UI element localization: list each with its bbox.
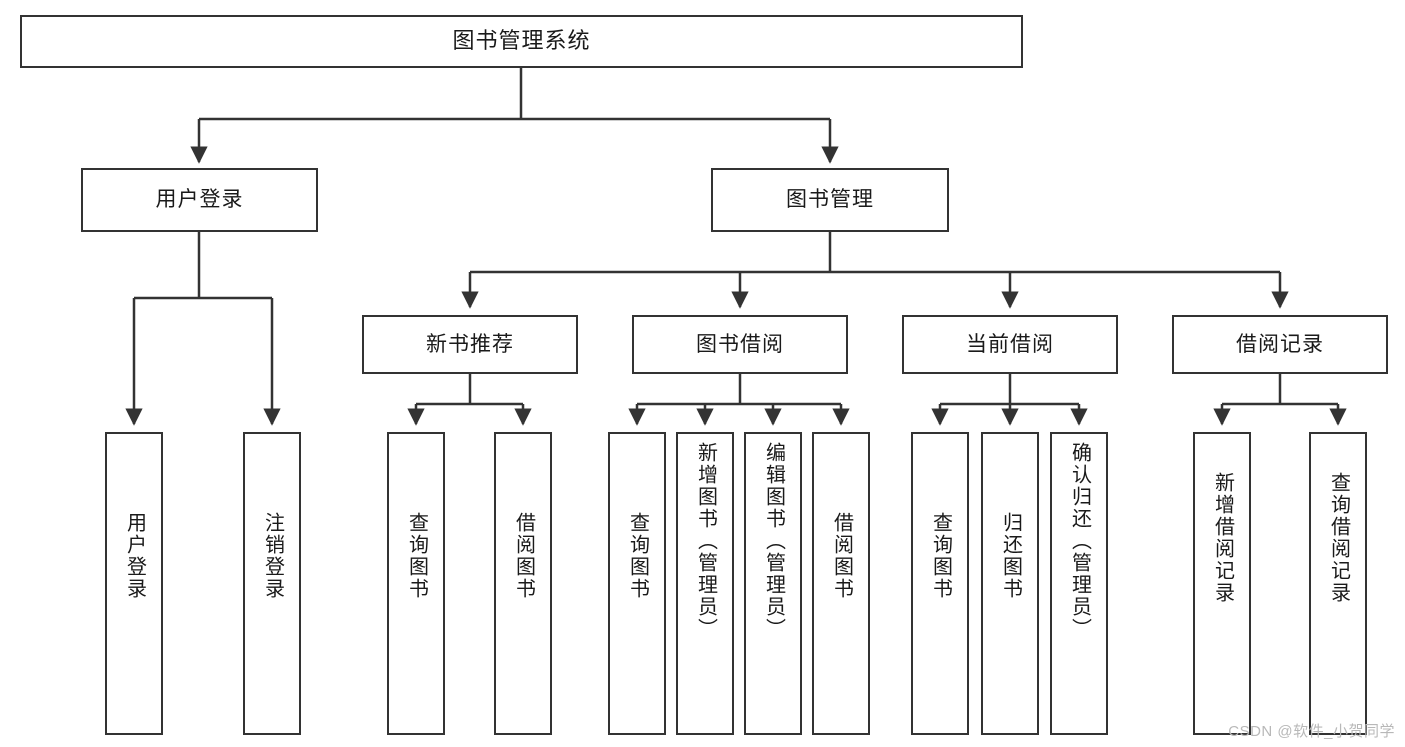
node-label: 新书推荐	[426, 332, 514, 356]
leaf-new-book-query[interactable]: 查询图书	[387, 432, 445, 735]
leaf-user-login-login[interactable]: 用户登录	[105, 432, 163, 735]
leaf-user-login-logout[interactable]: 注销登录	[243, 432, 301, 735]
node-label: 注销登录	[261, 512, 284, 600]
node-label: 确认归还（管理员）	[1068, 442, 1091, 640]
node-label: 新增借阅记录	[1211, 472, 1234, 604]
node-label: 查询图书	[626, 512, 649, 600]
node-current-borrow[interactable]: 当前借阅	[902, 315, 1118, 374]
leaf-borrow-edit-book[interactable]: 编辑图书（管理员）	[744, 432, 802, 735]
leaf-borrow-add-book[interactable]: 新增图书（管理员）	[676, 432, 734, 735]
node-label: 图书管理	[786, 188, 874, 212]
node-user-login[interactable]: 用户登录	[81, 168, 318, 232]
node-new-book-recommend[interactable]: 新书推荐	[362, 315, 578, 374]
node-label: 查询图书	[405, 512, 428, 600]
leaf-current-return-book[interactable]: 归还图书	[981, 432, 1039, 735]
node-label: 借阅图书	[830, 512, 853, 600]
leaf-new-book-borrow[interactable]: 借阅图书	[494, 432, 552, 735]
node-root-system[interactable]: 图书管理系统	[20, 15, 1023, 68]
node-label: 当前借阅	[966, 332, 1054, 356]
node-label: 新增图书（管理员）	[694, 442, 717, 640]
node-book-management[interactable]: 图书管理	[711, 168, 949, 232]
node-borrow-record[interactable]: 借阅记录	[1172, 315, 1388, 374]
leaf-current-confirm-return[interactable]: 确认归还（管理员）	[1050, 432, 1108, 735]
node-book-borrow[interactable]: 图书借阅	[632, 315, 848, 374]
leaf-record-query-record[interactable]: 查询借阅记录	[1309, 432, 1367, 735]
node-label: 图书借阅	[696, 332, 784, 356]
node-label: 用户登录	[155, 188, 244, 212]
node-label: 编辑图书（管理员）	[762, 442, 785, 640]
leaf-current-query-book[interactable]: 查询图书	[911, 432, 969, 735]
node-label: 归还图书	[999, 512, 1022, 600]
node-label: 查询图书	[929, 512, 952, 600]
leaf-record-add-record[interactable]: 新增借阅记录	[1193, 432, 1251, 735]
node-label: 借阅图书	[512, 512, 535, 600]
node-label: 查询借阅记录	[1327, 472, 1350, 604]
leaf-borrow-borrow-book[interactable]: 借阅图书	[812, 432, 870, 735]
node-label: 借阅记录	[1236, 332, 1324, 356]
leaf-borrow-query-book[interactable]: 查询图书	[608, 432, 666, 735]
node-label: 图书管理系统	[452, 28, 591, 54]
node-label: 用户登录	[123, 512, 146, 600]
